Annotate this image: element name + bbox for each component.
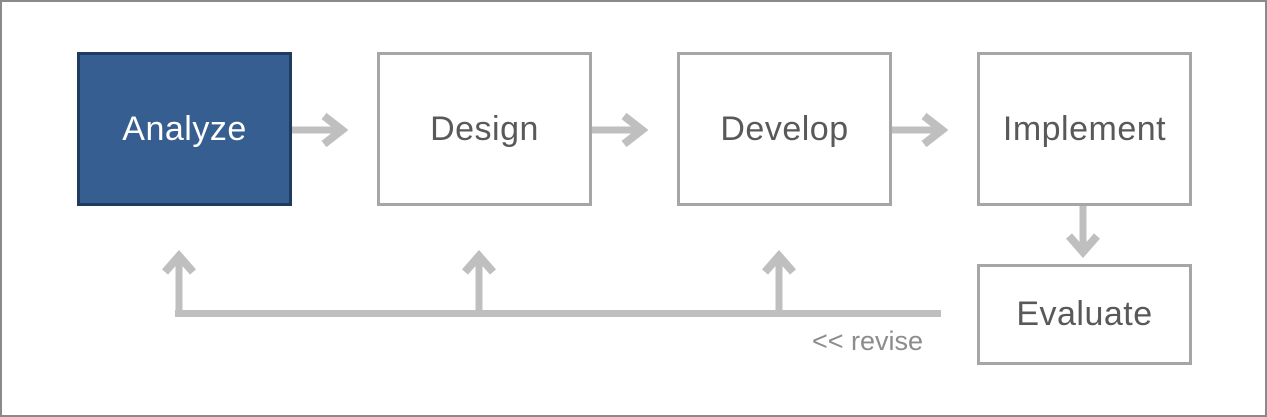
revise-arrow-to-design-icon bbox=[459, 250, 499, 314]
stage-label-implement: Implement bbox=[1002, 109, 1167, 148]
stage-label-develop: Develop bbox=[720, 109, 849, 148]
stage-label-analyze: Analyze bbox=[122, 109, 247, 148]
revise-feedback-line bbox=[175, 310, 941, 317]
stage-label-evaluate: Evaluate bbox=[1016, 295, 1153, 333]
revise-arrow-to-analyze-icon bbox=[159, 250, 199, 314]
arrow-implement-to-evaluate-icon bbox=[1063, 206, 1103, 258]
arrow-develop-to-implement-icon bbox=[892, 110, 948, 150]
revise-label: << revise bbox=[811, 326, 923, 356]
stage-box-analyze: Analyze bbox=[77, 52, 292, 206]
stage-box-develop: Develop bbox=[677, 52, 892, 206]
stage-box-evaluate: Evaluate bbox=[977, 264, 1192, 365]
arrow-design-to-develop-icon bbox=[592, 110, 648, 150]
stage-box-implement: Implement bbox=[977, 52, 1192, 206]
stage-label-design: Design bbox=[430, 109, 539, 148]
revise-arrow-to-develop-icon bbox=[759, 250, 799, 314]
stage-box-design: Design bbox=[377, 52, 592, 206]
arrow-analyze-to-design-icon bbox=[292, 110, 348, 150]
